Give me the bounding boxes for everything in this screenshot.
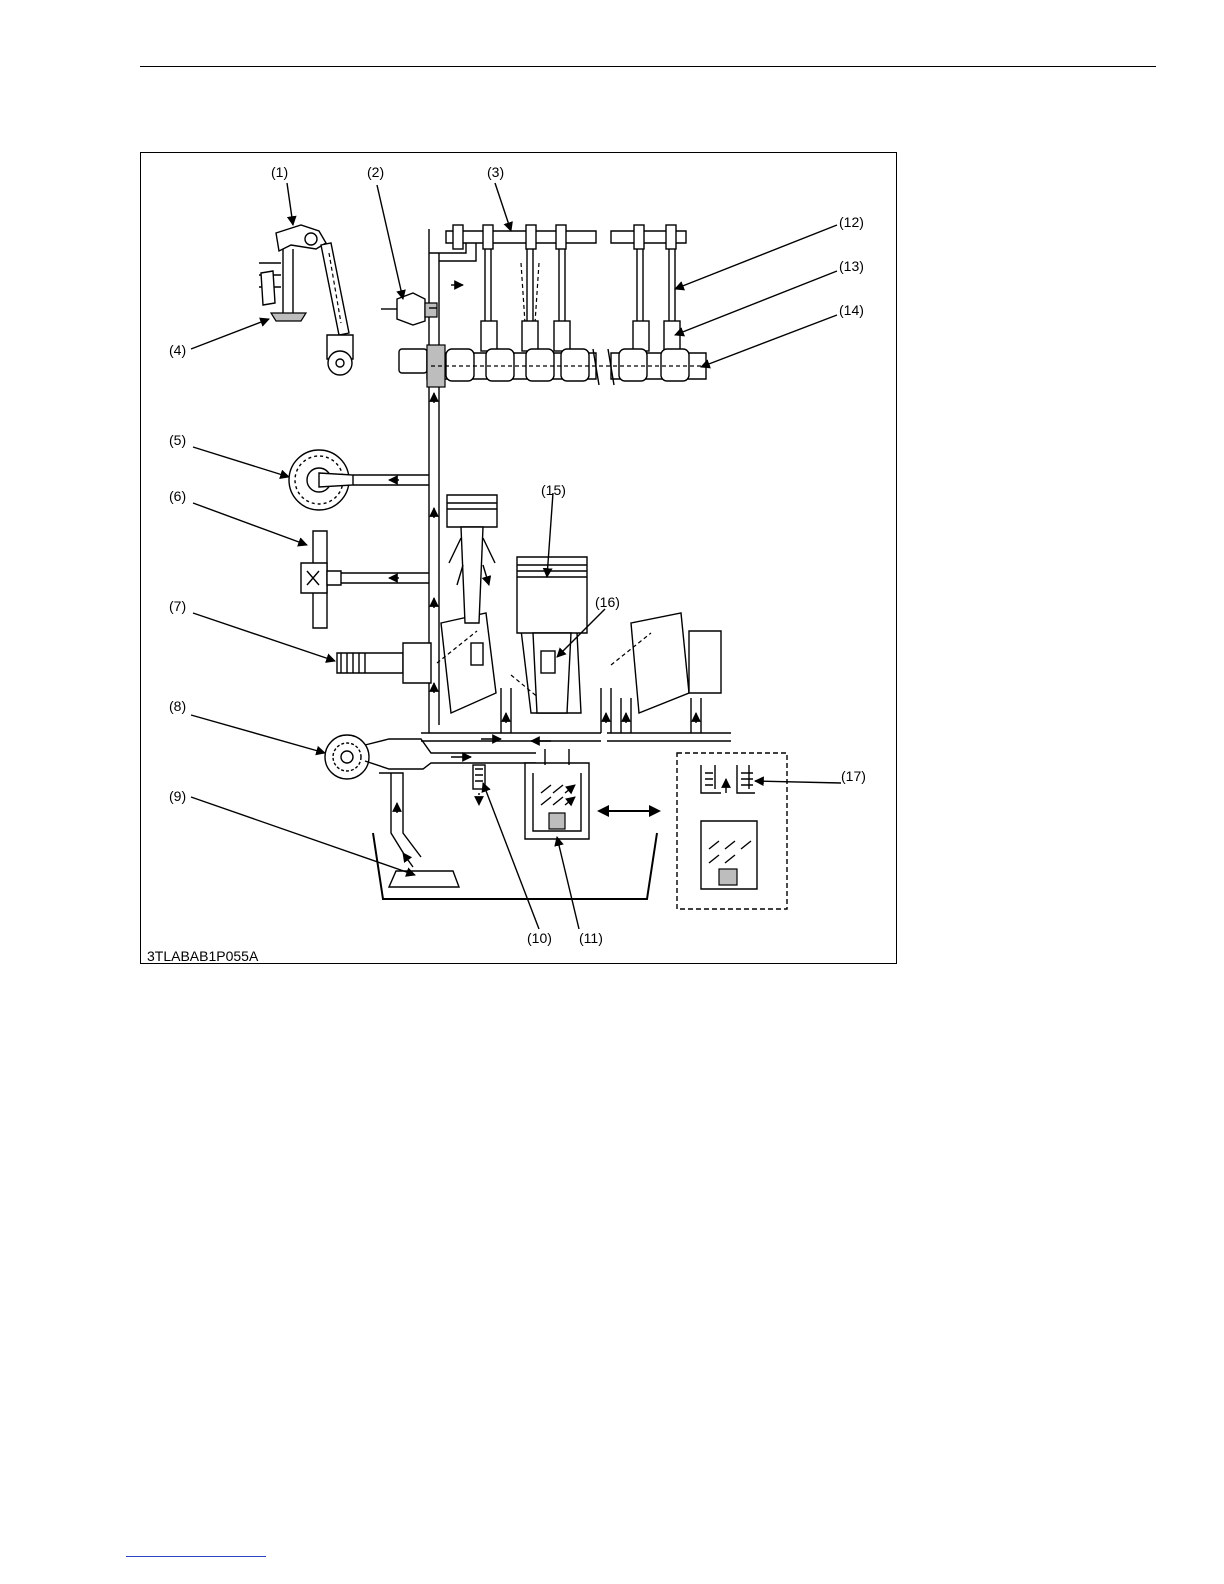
callout-13: (13) <box>839 258 864 274</box>
callout-1: (1) <box>271 164 288 180</box>
callout-15: (15) <box>541 482 566 498</box>
callout-2: (2) <box>367 164 384 180</box>
tappets <box>481 321 680 351</box>
lubrication-diagram-figure: (1) (2) (3) (4) (5) (6) (7) (8) (9) (10)… <box>140 152 897 964</box>
callout-5: (5) <box>169 432 186 448</box>
rocker-arm-valve-assembly <box>259 225 353 375</box>
callout-9: (9) <box>169 788 186 804</box>
callout-17: (17) <box>841 768 866 784</box>
callout-14: (14) <box>839 302 864 318</box>
callout-12: (12) <box>839 214 864 230</box>
figure-code: 3TLABAB1P055A <box>147 948 259 964</box>
rocker-arm-shaft <box>446 225 686 249</box>
camshaft <box>399 345 706 387</box>
header-rule <box>140 66 1156 67</box>
callout-7: (7) <box>169 598 186 614</box>
fuel-camshaft-gear <box>301 531 429 628</box>
push-rods <box>485 249 675 323</box>
callout-10: (10) <box>527 930 552 946</box>
detail-comparison-arrow <box>597 805 661 817</box>
leader-lines <box>191 183 841 929</box>
callout-16: (16) <box>595 594 620 610</box>
lubrication-system-diagram: (1) (2) (3) (4) (5) (6) (7) (8) (9) (10)… <box>141 153 898 965</box>
idle-gear <box>289 450 429 510</box>
callout-8: (8) <box>169 698 186 714</box>
footer-link-underline[interactable] <box>126 1556 266 1557</box>
callout-11: (11) <box>579 930 603 946</box>
oil-filter-cartridge <box>525 749 589 839</box>
filter-detail-view <box>677 753 787 909</box>
oil-strainer <box>379 773 459 887</box>
callout-6: (6) <box>169 488 186 504</box>
callout-4: (4) <box>169 342 186 358</box>
callout-3: (3) <box>487 164 504 180</box>
